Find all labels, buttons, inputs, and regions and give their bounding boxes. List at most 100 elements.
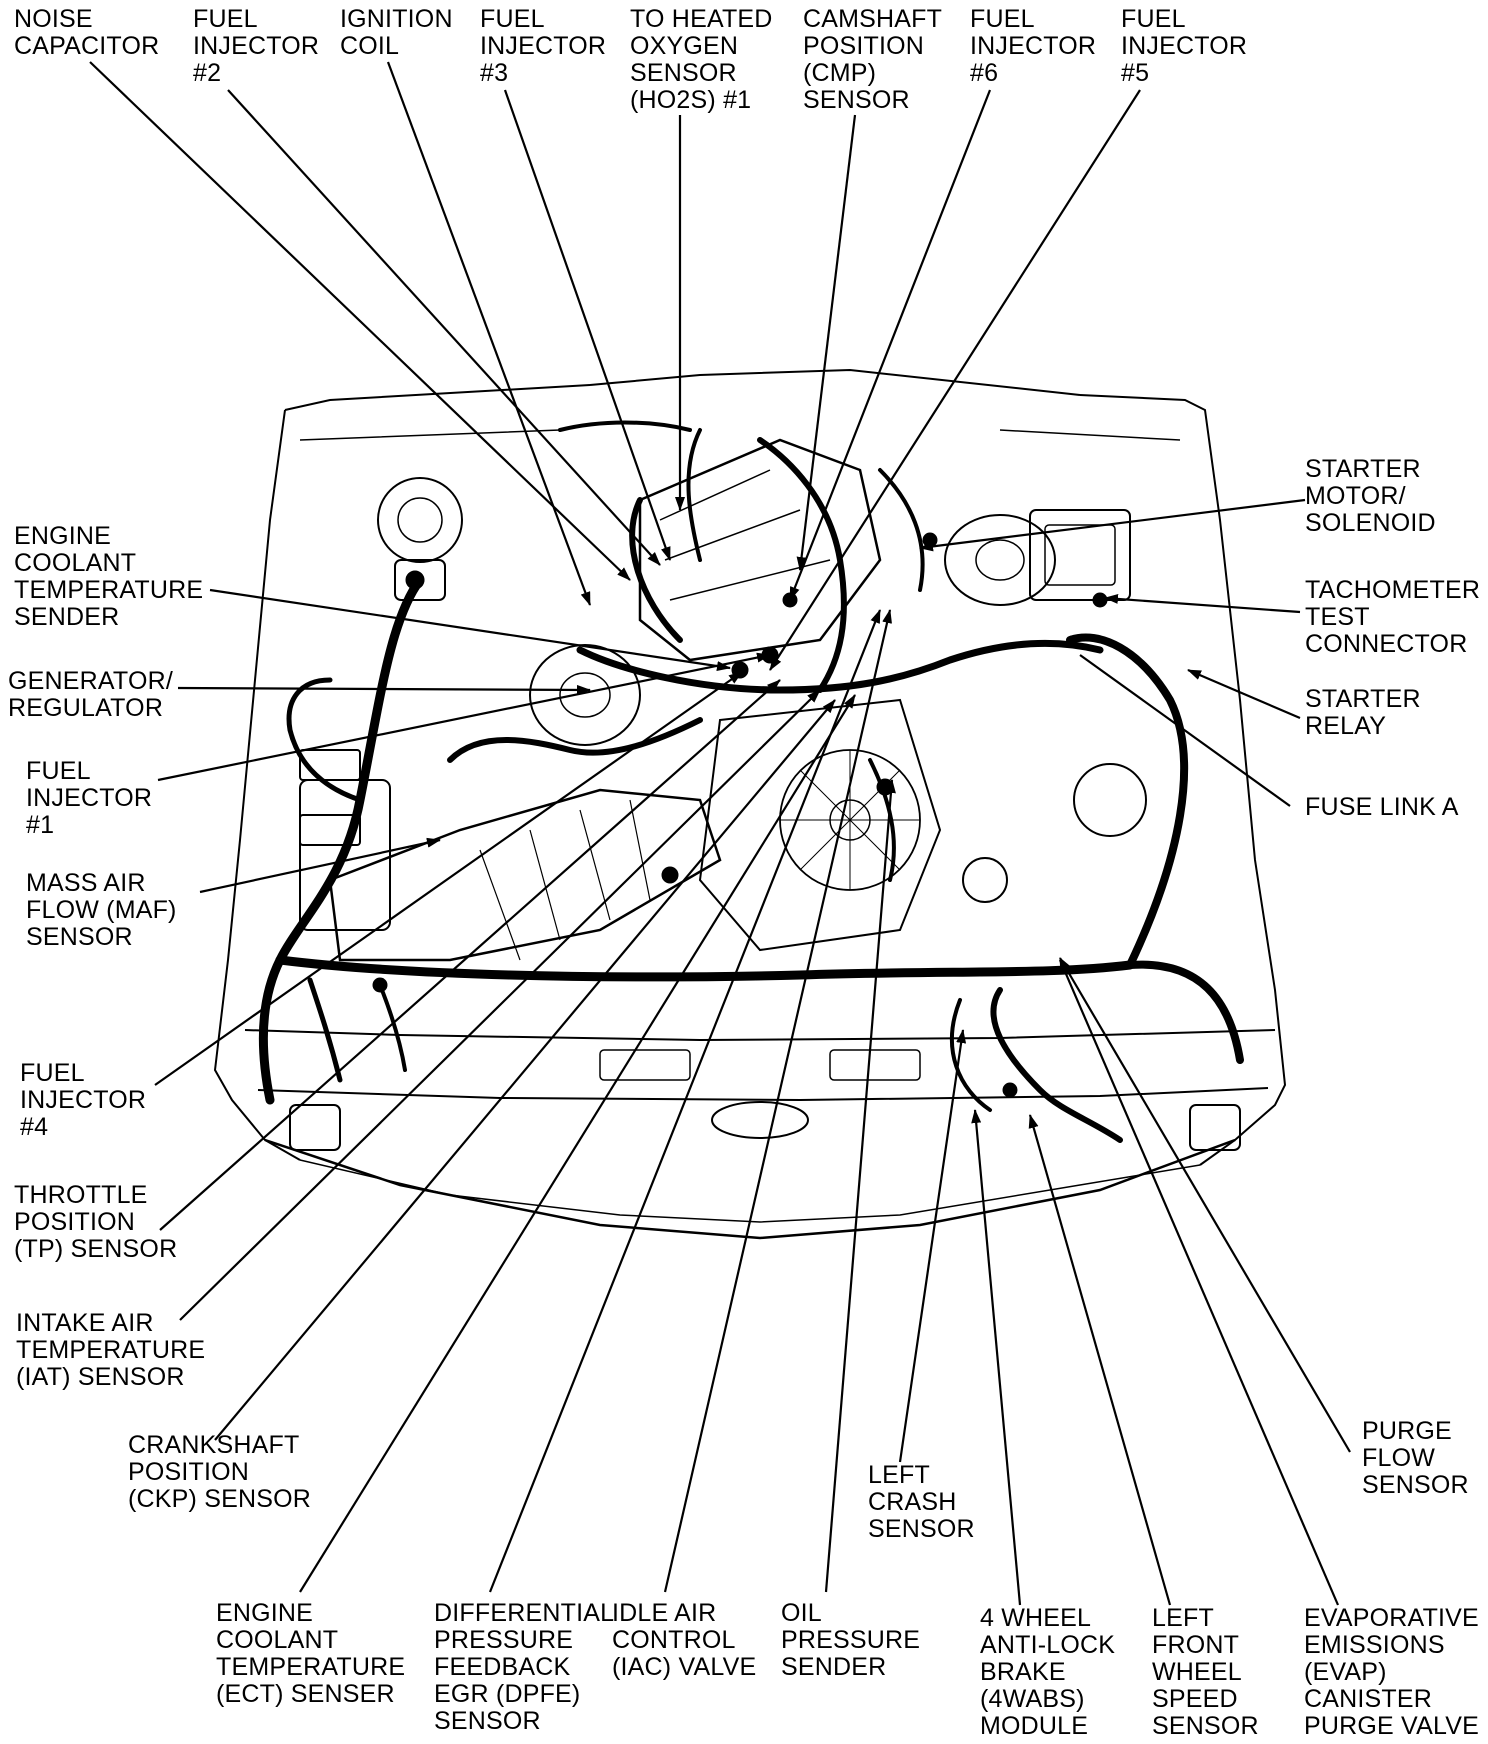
label-ignition-coil: IGNITION COIL [340, 6, 453, 60]
label-line: INJECTOR [480, 32, 607, 60]
label-generator: GENERATOR/ REGULATOR [8, 668, 173, 722]
label-line: SENDER [14, 603, 120, 631]
leader-ect-senser [299, 694, 856, 1593]
label-line: CONNECTOR [1305, 630, 1468, 658]
battery-box [1029, 509, 1131, 601]
leader-fuel-injector-3 [503, 89, 672, 561]
label-line: STARTER [1305, 455, 1421, 483]
label-line: INJECTOR [20, 1086, 147, 1114]
label-line: DIFFERENTIAL [434, 1599, 615, 1627]
leader-ignition-coil [386, 61, 592, 606]
label-line: LEFT [868, 1461, 930, 1489]
coolant-reservoir [1073, 763, 1147, 837]
label-line: CANISTER [1304, 1685, 1433, 1713]
label-line: FUSE LINK A [1305, 793, 1459, 821]
label-line: BRAKE [980, 1658, 1066, 1686]
label-line: FEEDBACK [434, 1653, 571, 1681]
relay-block-left [299, 749, 361, 781]
label-line: INJECTOR [970, 32, 1097, 60]
label-noise-capacitor: NOISE CAPACITOR [14, 6, 159, 60]
leader-abs-module [971, 1109, 1022, 1606]
label-line: #3 [480, 59, 509, 87]
fender-outline-left [213, 384, 591, 1161]
label-line: (4WABS) [980, 1685, 1085, 1713]
label-line: IDLE AIR [612, 1599, 717, 1627]
label-line: FLOW (MAF) [26, 896, 177, 924]
label-line: TEMPERATURE [16, 1336, 206, 1364]
label-line: EVAPORATIVE [1304, 1604, 1479, 1632]
label-line: IGNITION [340, 5, 453, 33]
label-line: SENSOR [434, 1707, 541, 1735]
label-fuel-injector-4: FUEL INJECTOR #4 [20, 1060, 146, 1141]
label-line: TACHOMETER [1305, 576, 1481, 604]
label-maf-sensor: MASS AIR FLOW (MAF) SENSOR [26, 870, 177, 951]
label-line: FUEL [970, 5, 1035, 33]
label-dpfe-sensor: DIFFERENTIAL PRESSURE FEEDBACK EGR (DPFE… [434, 1600, 614, 1735]
label-line: SENSOR [630, 59, 737, 87]
label-purge-flow: PURGE FLOW SENSOR [1362, 1418, 1469, 1499]
label-line: OXYGEN [630, 32, 739, 60]
label-line: TEST [1305, 603, 1370, 631]
brake-booster [377, 477, 463, 563]
intake-plenum [638, 438, 882, 662]
leader-fuel-injector-2 [227, 89, 661, 566]
grille-slot-2 [829, 1049, 921, 1081]
label-line: NOISE [14, 5, 93, 33]
label-line: SENSOR [803, 86, 910, 114]
label-line: TO HEATED [630, 5, 773, 33]
brake-master-cylinder [394, 559, 446, 601]
power-steering-pump [944, 514, 1056, 606]
bumper-inner [299, 1159, 1201, 1223]
label-starter-relay: STARTER RELAY [1305, 686, 1421, 740]
label-fuel-injector-6: FUEL INJECTOR #6 [970, 6, 1096, 87]
label-fuse-link: FUSE LINK A [1305, 794, 1459, 821]
label-line: GENERATOR/ [8, 667, 173, 695]
label-cmp-sensor: CAMSHAFT POSITION (CMP) SENSOR [803, 6, 942, 114]
label-line: SENDER [781, 1653, 887, 1681]
label-line: CRANKSHAFT [128, 1431, 300, 1459]
label-ho2s: TO HEATED OXYGEN SENSOR (HO2S) #1 [630, 6, 773, 114]
label-line: (ECT) SENSER [216, 1680, 395, 1708]
leader-wheel-speed [1028, 1114, 1172, 1606]
label-tp-sensor: THROTTLE POSITION (TP) SENSOR [14, 1182, 177, 1263]
air-intake-duct [328, 788, 722, 962]
label-line: LEFT [1152, 1604, 1214, 1632]
label-line: PRESSURE [781, 1626, 921, 1654]
fan-shroud [698, 698, 942, 952]
label-ect-sender: ENGINE COOLANT TEMPERATURE SENDER [14, 523, 203, 631]
label-wheel-speed: LEFT FRONT WHEEL SPEED SENSOR [1152, 1605, 1259, 1740]
label-line: MASS AIR [26, 869, 146, 897]
leader-lines [89, 61, 1351, 1606]
label-line: FLOW [1362, 1444, 1436, 1472]
label-line: COOLANT [14, 549, 137, 577]
label-oil-pressure: OIL PRESSURE SENDER [781, 1600, 920, 1681]
washer-reservoir [962, 857, 1008, 903]
label-line: INJECTOR [193, 32, 320, 60]
leader-starter-relay [1187, 668, 1301, 720]
cowl-inner [299, 429, 1181, 441]
label-starter-motor: STARTER MOTOR/ SOLENOID [1305, 456, 1436, 537]
leader-iac-valve [663, 609, 892, 1593]
leader-starter-motor [919, 498, 1306, 552]
label-line: #5 [1121, 59, 1150, 87]
label-line: FUEL [480, 5, 545, 33]
label-line: RELAY [1305, 712, 1387, 740]
label-evap-valve: EVAPORATIVE EMISSIONS (EVAP) CANISTER PU… [1304, 1605, 1479, 1740]
label-fuel-injector-5: FUEL INJECTOR #5 [1121, 6, 1247, 87]
label-line: SENSOR [1362, 1471, 1469, 1499]
fender-outline-right [1079, 394, 1287, 1166]
grille-slot-1 [599, 1049, 691, 1081]
label-line: FRONT [1152, 1631, 1240, 1659]
label-line: #2 [193, 59, 222, 87]
bumper [264, 1138, 1236, 1240]
headlamp-left [289, 1104, 341, 1151]
engine-components [299, 438, 1147, 962]
engine-bay-illustration [213, 368, 1287, 1240]
label-line: REGULATOR [8, 694, 164, 722]
leader-left-crash [898, 1029, 967, 1463]
label-line: POSITION [128, 1458, 250, 1486]
leader-tp-sensor [159, 679, 781, 1231]
label-line: INJECTOR [1121, 32, 1248, 60]
label-line: FUEL [193, 5, 258, 33]
